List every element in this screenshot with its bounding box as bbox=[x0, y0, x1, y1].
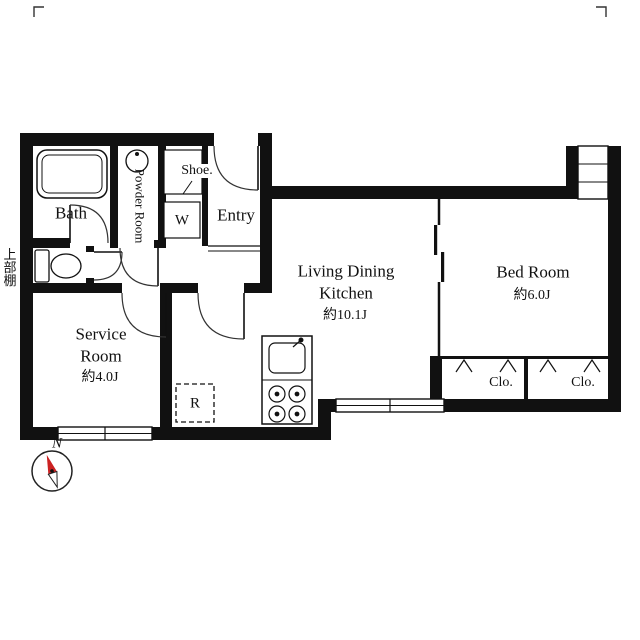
wall-right bbox=[608, 146, 621, 412]
closet-hanger-icon bbox=[499, 358, 517, 373]
wall-hall-seg3 bbox=[244, 283, 272, 293]
crop-marks bbox=[33, 6, 607, 17]
closets bbox=[442, 356, 608, 399]
ldk-door bbox=[197, 292, 245, 340]
washing-machine-box bbox=[163, 201, 201, 239]
closet-hanger-icon bbox=[455, 358, 473, 373]
bath-door bbox=[69, 204, 109, 244]
toilet-icon bbox=[34, 249, 82, 283]
powder-door-arc bbox=[119, 247, 159, 287]
powder-room-label: Powder Room bbox=[132, 168, 148, 244]
closet-right-label: Clo. bbox=[571, 375, 595, 390]
wall-powder-right bbox=[158, 146, 166, 248]
ldk-door-arc bbox=[197, 292, 245, 340]
compass-north-label: N bbox=[51, 435, 63, 452]
crop-mark bbox=[596, 6, 607, 17]
window-bedroom-top bbox=[577, 145, 609, 200]
washbasin-icon bbox=[125, 149, 149, 173]
window-ldk-bottom bbox=[335, 398, 445, 413]
closet-hanger-icon bbox=[539, 358, 557, 373]
entry-opening bbox=[214, 131, 258, 147]
wall-bath-powder bbox=[110, 146, 118, 248]
toilet-door bbox=[93, 251, 123, 281]
kitchen-sink-icon bbox=[268, 342, 306, 374]
bathtub-icon bbox=[36, 149, 108, 199]
window-service-bottom bbox=[57, 426, 153, 441]
stove-burners-icon bbox=[268, 385, 306, 423]
powder-door bbox=[119, 247, 159, 287]
wall-service-right bbox=[160, 283, 172, 440]
fixtures bbox=[34, 149, 313, 425]
service-door-arc bbox=[121, 292, 167, 338]
ldk-name-line1: Living Dining bbox=[297, 261, 395, 281]
windows bbox=[57, 145, 609, 441]
wall-entry-right bbox=[260, 133, 272, 293]
wall-powder-bottom-stub bbox=[154, 240, 166, 248]
wall-left bbox=[20, 133, 33, 440]
ldk-size: 約10.1J bbox=[323, 308, 367, 323]
service-room-size: 約4.0J bbox=[81, 370, 119, 385]
bedroom-name: Bed Room bbox=[496, 262, 570, 282]
crop-mark bbox=[33, 6, 44, 17]
bath-door-arc bbox=[69, 204, 109, 244]
shoe-cabinet-label: Shoe. bbox=[179, 163, 215, 178]
refrigerator-box bbox=[175, 383, 215, 423]
closet-divider bbox=[524, 356, 528, 399]
wall-toilet-stub-bottom bbox=[86, 278, 94, 285]
bedroom-size: 約6.0J bbox=[513, 288, 551, 303]
entry-door bbox=[213, 145, 259, 191]
wall-top-left bbox=[20, 133, 272, 146]
wall-ldk-top bbox=[260, 186, 566, 199]
refrigerator-label: R bbox=[189, 395, 201, 412]
compass-icon bbox=[31, 450, 73, 492]
service-room-name-line1: Service bbox=[75, 324, 127, 344]
entry-label: Entry bbox=[217, 205, 255, 225]
entry-step-line bbox=[208, 245, 260, 252]
toilet-door-arc bbox=[93, 251, 123, 281]
wall-window-post bbox=[566, 146, 578, 199]
entry-door-arc bbox=[213, 145, 259, 191]
wall-entry-left bbox=[202, 146, 208, 246]
closet-hanger-icon bbox=[583, 358, 601, 373]
ldk-name-line2: Kitchen bbox=[319, 283, 373, 303]
wall-bath-bottom bbox=[33, 238, 70, 248]
doors bbox=[69, 145, 259, 340]
kitchen-counter bbox=[261, 335, 313, 425]
wall-hall-seg2 bbox=[166, 283, 198, 293]
service-door bbox=[121, 292, 167, 338]
compass-needle-south bbox=[47, 470, 58, 489]
compass-needle-north bbox=[46, 454, 57, 475]
wall-hall-seg1 bbox=[33, 283, 122, 293]
service-room-name-line2: Room bbox=[80, 346, 122, 366]
bedroom-sliding-door bbox=[434, 199, 445, 356]
washing-machine-label: W bbox=[174, 212, 190, 229]
bath-label: Bath bbox=[54, 203, 88, 223]
wall-toilet-stub-top bbox=[86, 246, 94, 252]
wall-bedroom-lower bbox=[430, 356, 442, 412]
upper-shelf-note: 上部棚 bbox=[1, 247, 17, 287]
closet-left-label: Clo. bbox=[489, 375, 513, 390]
